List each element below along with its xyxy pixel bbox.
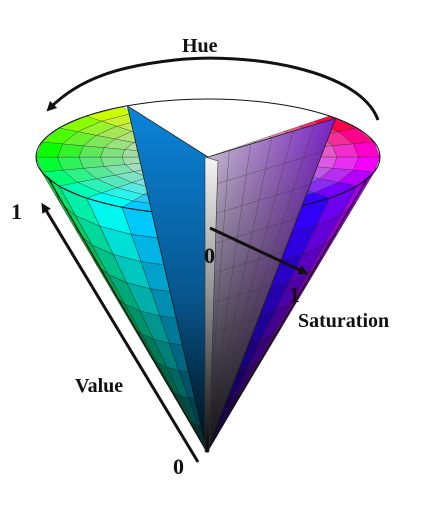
- cross-section-gridline: [206, 131, 294, 453]
- value-bottom-label: 0: [173, 454, 184, 479]
- cross-section-gridline: [206, 124, 315, 453]
- value-label: Value: [75, 375, 123, 397]
- value-arrow: [41, 202, 200, 463]
- saturation-label: Saturation: [298, 310, 389, 332]
- saturation-arrow: [209, 226, 309, 275]
- cross-section-gridline: [206, 137, 273, 453]
- cone-cutaway-face: [126, 104, 337, 453]
- inner-face-shade: [127, 105, 208, 453]
- cross-section-gridline: [206, 144, 251, 453]
- saturation-end-label: 1: [289, 282, 300, 307]
- hue-label: Hue: [182, 35, 218, 57]
- hue-arrow: [46, 56, 380, 121]
- value-top-label: 1: [11, 199, 22, 224]
- hue-wheel-cell: [100, 156, 126, 167]
- saturation-start-label: 0: [204, 243, 215, 268]
